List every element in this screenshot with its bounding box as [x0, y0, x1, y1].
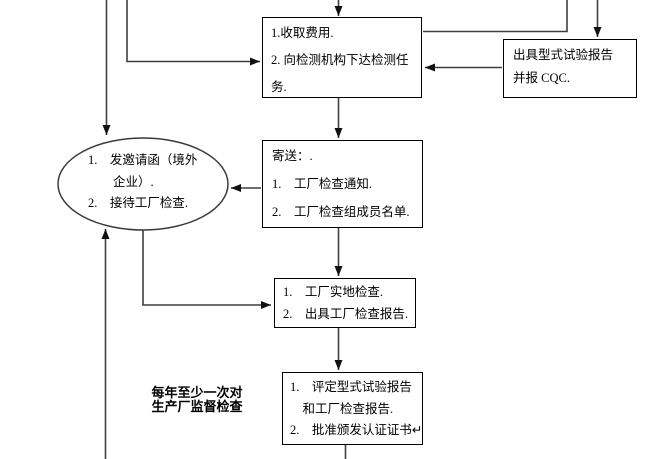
site-box-item-1: 1. 工厂实地检查. [283, 285, 384, 299]
fees-box-line-1: 1.收取费用. [271, 26, 334, 40]
report-box-line-2: 并报 CQC. [513, 71, 570, 85]
annual-supervision-label: 每年至少一次对 生产厂监督检查 [128, 386, 266, 414]
eval-box-item-2: 2. 批准颁发认证证书↵ [290, 423, 423, 437]
invite-item-1-cont: 企业）. [88, 174, 154, 189]
send-box-header: 寄送：. [272, 149, 313, 163]
fees-box-line-2: 2. 向检测机构下达检测任 [271, 53, 409, 67]
annual-label-line-1: 每年至少一次对 [151, 385, 243, 400]
send-notice-box: 寄送：. 1. 工厂检查通知. 2. 工厂检查组成员名单. [262, 140, 423, 228]
connector-left-elbow-to-fees-box [126, 0, 260, 66]
type-test-report-box: 出具型式试验报告 并报 CQC. [503, 39, 637, 98]
connector-invite-to-site [142, 230, 271, 309]
eval-box-item-1: 1. 评定型式试验报告 [290, 380, 412, 394]
annual-label-line-2: 生产厂监督检查 [151, 399, 243, 414]
report-box-line-1: 出具型式试验报告 [513, 48, 614, 62]
send-box-item-1: 1. 工厂检查通知. [272, 177, 373, 191]
invite-ellipse-text: 1. 发邀请函（境外 企业）. 2. 接待工厂检查. [88, 150, 197, 215]
eval-box-item-1-cont: 和工厂检查报告. [290, 401, 394, 416]
site-inspection-box: 1. 工厂实地检查. 2. 出具工厂检查报告. [274, 278, 416, 328]
fees-box-line-3: 务. [271, 80, 287, 94]
invite-item-1: 1. 发邀请函（境外 [88, 153, 198, 167]
send-box-item-2: 2. 工厂检查组成员名单. [272, 205, 410, 219]
evaluation-box: 1. 评定型式试验报告 和工厂检查报告. 2. 批准颁发认证证书↵ [282, 372, 423, 445]
invite-item-2: 2. 接待工厂检查. [88, 196, 189, 210]
connector-fees-right-elbow-up [423, 0, 568, 33]
site-box-item-2: 2. 出具工厂检查报告. [283, 307, 409, 321]
fees-box: 1.收取费用. 2. 向检测机构下达检测任 务. [262, 17, 422, 98]
